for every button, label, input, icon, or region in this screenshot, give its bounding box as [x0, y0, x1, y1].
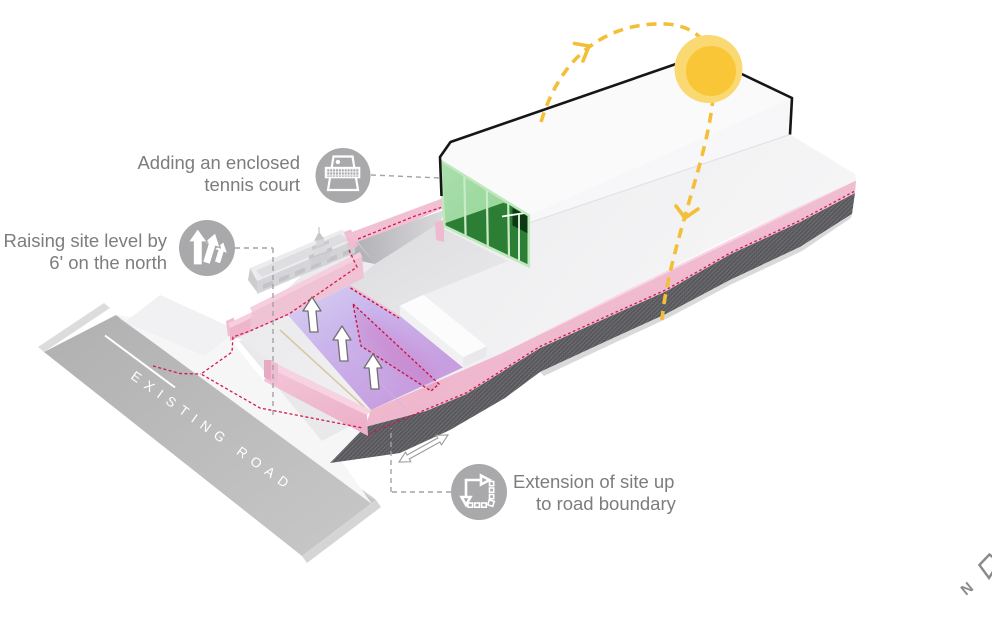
svg-text:to road boundary: to road boundary [536, 493, 677, 514]
svg-text:tennis court: tennis court [204, 174, 300, 195]
svg-text:Extension of site up: Extension of site up [513, 471, 674, 492]
svg-text:N: N [958, 579, 977, 599]
svg-text:Raising site level by: Raising site level by [4, 230, 168, 251]
svg-text:Adding an enclosed: Adding an enclosed [137, 152, 300, 173]
svg-text:6' on the north: 6' on the north [49, 252, 167, 273]
